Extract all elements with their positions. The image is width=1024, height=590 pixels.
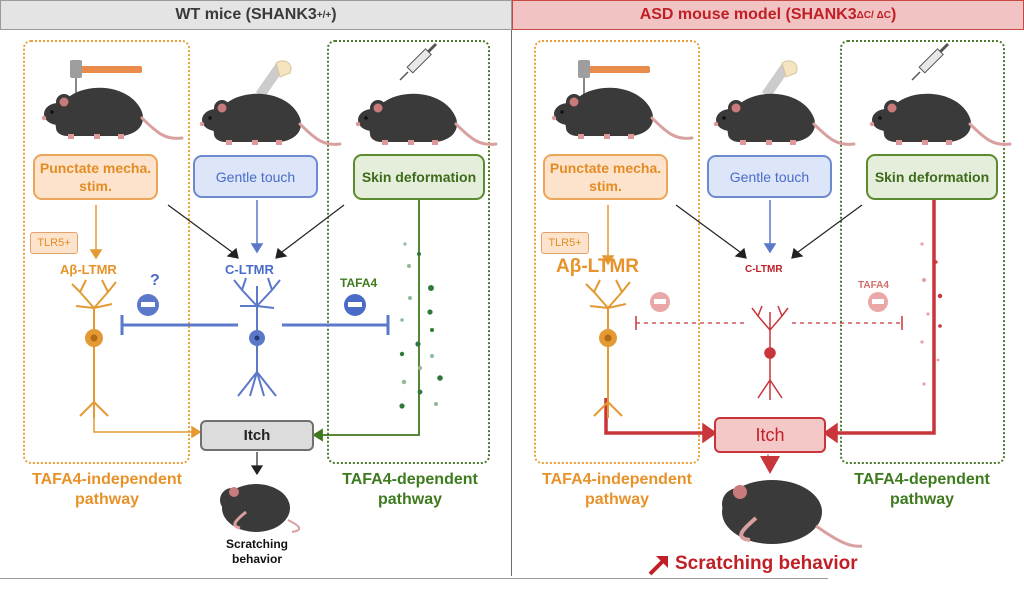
asd-mouse-gentle [712, 92, 856, 147]
asd-inhibit-abeta-icon [650, 292, 670, 312]
asd-mouse-skin [868, 92, 1012, 147]
asd-stim-gentle: Gentle touch [707, 155, 832, 198]
asd-tlr5-badge: TLR5+ [541, 232, 589, 254]
asd-header-close: ) [890, 6, 897, 23]
wt-cltmr-label: C-LTMR [225, 262, 274, 277]
wt-black-arrows [167, 204, 345, 476]
asd-dep-frame [840, 40, 1005, 464]
asd-genotype-sup: ΔC/ ΔC [856, 9, 891, 21]
asd-itch-label: Itch [755, 424, 785, 445]
asd-scratching-mouse [722, 480, 863, 548]
wt-header-title: WT mice (SHANK3 [175, 6, 317, 23]
asd-cltmr-label: C-LTMR [745, 264, 783, 275]
increase-arrow-icon [648, 556, 668, 576]
wt-itch-box: Itch [200, 420, 314, 451]
asd-dep-line1: TAFA4-dependent [854, 471, 990, 488]
asd-indep-line2: pathway [584, 491, 649, 508]
wt-cltmr-neuron [233, 277, 281, 397]
wt-orange-arrows [89, 205, 202, 439]
asd-inhibit-tafa4-icon [868, 292, 888, 312]
wt-tafa4-label: TAFA4 [340, 276, 378, 290]
panel-divider [511, 30, 512, 576]
wt-itch-label: Itch [243, 427, 271, 444]
wt-indep-line1: TAFA4-independent [32, 471, 182, 488]
wt-tlr5-badge: TLR5+ [30, 232, 78, 254]
asd-abeta-label: Aβ-LTMR [556, 256, 639, 277]
wt-mouse-skin [354, 92, 498, 147]
wt-behavior-line2: behavior [231, 552, 282, 566]
bottom-rule [0, 578, 828, 579]
asd-red-arrows [604, 200, 936, 474]
asd-behavior-label: Scratching behavior [675, 553, 858, 574]
asd-itch-box: Itch [714, 417, 826, 453]
wt-stim-gentle-label: Gentle touch [215, 168, 296, 185]
wt-indep-frame [23, 40, 190, 464]
wt-tlr5-label: TLR5+ [37, 237, 71, 249]
wt-behavior-label: Scratching behavior [210, 537, 304, 567]
wt-dep-pathway-label: TAFA4-dependent pathway [326, 470, 494, 510]
asd-black-arrows [675, 204, 863, 259]
wt-scratching-mouse [220, 484, 301, 533]
asd-orange-arrows [601, 205, 615, 266]
asd-cltmr-neuron [751, 305, 789, 400]
asd-abeta-neuron [585, 279, 631, 419]
asd-indep-pathway-label: TAFA4-independent pathway [522, 470, 712, 510]
wt-indep-pathway-label: TAFA4-independent pathway [12, 470, 202, 510]
asd-indep-frame [534, 40, 700, 464]
asd-stim-gentle-label: Gentle touch [729, 168, 810, 185]
wt-header: WT mice (SHANK3+/+) [0, 0, 512, 30]
asd-mouse-punctate [550, 86, 694, 141]
wt-inhibit-tafa4-icon [344, 294, 366, 316]
wt-blue-arrows [120, 200, 390, 335]
asd-blue-arrows [763, 200, 777, 254]
wt-stim-punctate-label: Punctate mecha. stim. [39, 160, 152, 194]
wt-abeta-neuron [71, 279, 117, 419]
asd-inhibition-bars [635, 316, 903, 330]
asd-dep-pathway-label: TAFA4-dependent pathway [838, 470, 1006, 510]
wt-tafa4-dots [399, 242, 443, 409]
asd-stim-skin: Skin deformation [866, 154, 998, 200]
wt-stim-skin-label: Skin deformation [361, 169, 477, 185]
asd-dep-line2: pathway [889, 491, 954, 508]
wt-behavior-line1: Scratching [225, 537, 288, 551]
wt-dep-line2: pathway [377, 491, 442, 508]
asd-stim-punctate: Punctate mecha. stim. [543, 154, 668, 200]
wt-abeta-label: Aβ-LTMR [60, 262, 117, 277]
wt-genotype-sup: +/+ [316, 9, 332, 21]
wt-indep-line2: pathway [74, 491, 139, 508]
wt-stim-gentle: Gentle touch [193, 155, 318, 198]
asd-tafa4-dots [920, 242, 943, 404]
wt-mouse-punctate [40, 86, 184, 141]
wt-mouse-gentle [198, 92, 342, 147]
wt-stim-skin: Skin deformation [353, 154, 485, 200]
asd-tafa4-label: TAFA4 [858, 280, 889, 291]
asd-indep-line1: TAFA4-independent [542, 471, 692, 488]
asd-syringe-icon [910, 42, 950, 82]
asd-stim-punctate-label: Punctate mecha. stim. [549, 160, 662, 194]
wt-syringe-icon [398, 42, 438, 82]
wt-header-close: ) [331, 6, 337, 23]
wt-green-arrows [312, 200, 420, 442]
wt-dep-line1: TAFA4-dependent [342, 471, 478, 488]
asd-tlr5-label: TLR5+ [548, 237, 582, 249]
wt-question-mark: ? [150, 272, 160, 289]
wt-inhibit-abeta-icon [137, 294, 159, 316]
asd-stim-skin-label: Skin deformation [874, 169, 990, 185]
wt-stim-punctate: Punctate mecha. stim. [33, 154, 158, 200]
asd-header-title: ASD mouse model (SHANK3 [639, 6, 857, 23]
wt-dep-frame [327, 40, 490, 464]
